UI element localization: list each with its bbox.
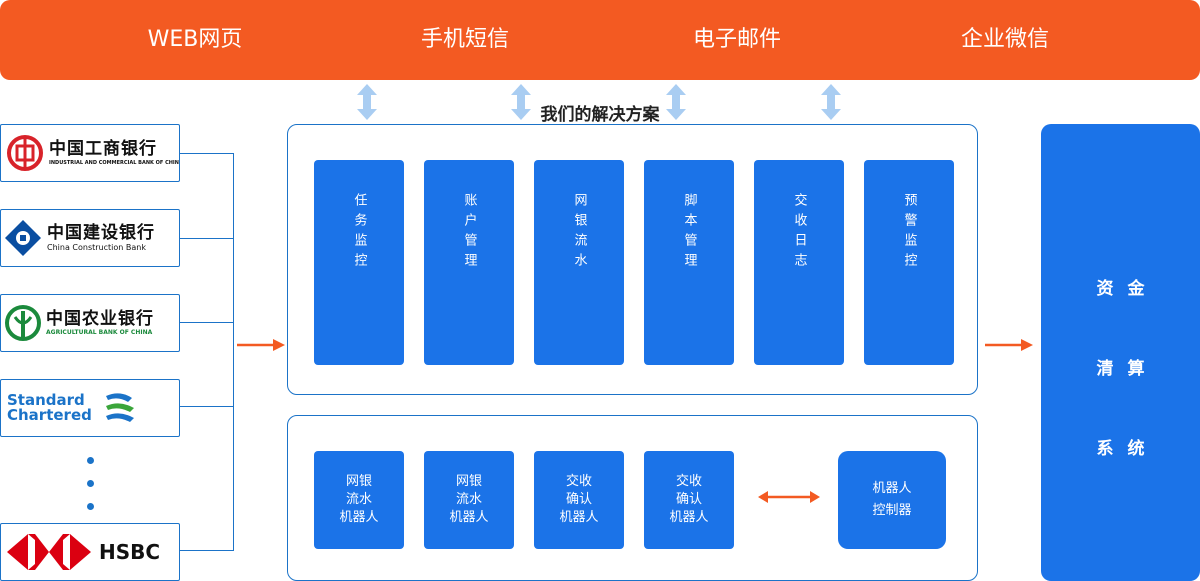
icbc-logo-icon <box>7 135 43 171</box>
settlement-line: 系统 <box>1096 439 1159 459</box>
module-task-monitor[interactable]: 任务监控 <box>314 160 404 365</box>
double-arrow-icon <box>666 84 686 120</box>
bidirectional-arrow-icon <box>758 491 820 503</box>
double-arrow-icon <box>511 84 531 120</box>
bank-name-cn: 中国工商银行 <box>49 139 157 159</box>
module-ebank-flow[interactable]: 网银流水 <box>534 160 624 365</box>
bank-hsbc[interactable]: HSBC <box>0 523 180 581</box>
abc-logo-icon <box>5 305 41 341</box>
more-dot <box>87 503 94 510</box>
double-arrow-icon <box>821 84 841 120</box>
more-dot <box>87 480 94 487</box>
channel-web[interactable]: WEB网页 <box>147 27 243 52</box>
bank-name-line1: Standard <box>7 391 85 409</box>
bank-standard-chartered[interactable]: Standard Chartered <box>0 379 180 437</box>
robot-settlement-confirm[interactable]: 交收 确认 机器人 <box>534 451 624 549</box>
robot-settlement-confirm[interactable]: 交收 确认 机器人 <box>644 451 734 549</box>
settlement-line: 清算 <box>1096 359 1159 379</box>
hsbc-hexagon-logo-icon <box>7 534 91 570</box>
modules-panel: 任务监控 账户管理 网银流水 脚本管理 交收日志 预警监控 <box>287 124 978 395</box>
settlement-line: 资金 <box>1096 279 1159 299</box>
bank-ccb[interactable]: 中国建设银行 China Construction Bank <box>0 209 180 267</box>
bank-name-cn: 中国农业银行 <box>46 309 154 329</box>
connector-line <box>180 238 233 239</box>
bank-name-cn: 中国建设银行 <box>47 223 155 243</box>
channel-email[interactable]: 电子邮件 <box>692 27 782 52</box>
bank-name-en: AGRICULTURAL BANK OF CHINA <box>46 329 153 336</box>
connector-line <box>180 153 233 154</box>
module-alert-monitor[interactable]: 预警监控 <box>864 160 954 365</box>
connector-line <box>233 153 234 551</box>
bank-icbc[interactable]: 中国工商银行 INDUSTRIAL AND COMMERCIAL BANK OF… <box>0 124 180 182</box>
bank-name-line2: Chartered <box>7 406 92 424</box>
more-dot <box>87 457 94 464</box>
channel-sms[interactable]: 手机短信 <box>420 27 510 52</box>
settlement-system[interactable]: 资金 清算 系统 <box>1041 124 1200 581</box>
module-script-management[interactable]: 脚本管理 <box>644 160 734 365</box>
connector-line <box>180 322 233 323</box>
bank-name-en: INDUSTRIAL AND COMMERCIAL BANK OF CHINA <box>49 160 180 166</box>
bank-name: HSBC <box>99 540 161 564</box>
solution-title: 我们的解决方案 <box>540 105 660 125</box>
channel-bar: WEB网页 手机短信 电子邮件 企业微信 <box>0 0 1200 80</box>
robots-panel: 网银 流水 机器人 网银 流水 机器人 交收 确认 机器人 交收 确认 机器人 … <box>287 415 978 581</box>
module-account-management[interactable]: 账户管理 <box>424 160 514 365</box>
standard-chartered-logo-icon <box>105 393 134 422</box>
channel-wecom[interactable]: 企业微信 <box>960 27 1050 52</box>
connector-line <box>180 550 233 551</box>
robot-ebank-flow[interactable]: 网银 流水 机器人 <box>314 451 404 549</box>
module-settlement-log[interactable]: 交收日志 <box>754 160 844 365</box>
arrow-right-icon <box>237 339 285 351</box>
double-arrow-icon <box>357 84 377 120</box>
connector-line <box>180 406 233 407</box>
bank-abc[interactable]: 中国农业银行 AGRICULTURAL BANK OF CHINA <box>0 294 180 352</box>
robot-ebank-flow[interactable]: 网银 流水 机器人 <box>424 451 514 549</box>
bank-name-en: China Construction Bank <box>47 243 146 252</box>
robot-controller[interactable]: 机器人 控制器 <box>838 451 946 549</box>
arrow-right-icon <box>985 339 1033 351</box>
ccb-logo-icon <box>5 220 41 256</box>
